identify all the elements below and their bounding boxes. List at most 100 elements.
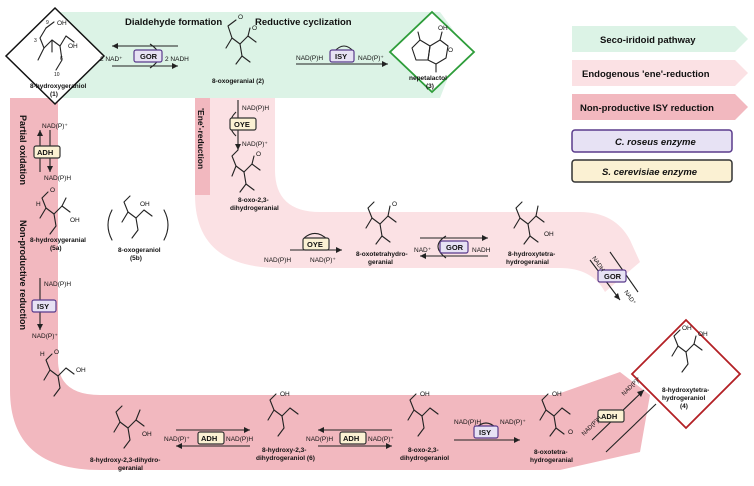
cofactor-nadpplus-adh2: NAD(P)⁺ — [164, 436, 190, 443]
legend-croseus-label: C. roseus enzyme — [615, 137, 696, 148]
legend-nonprod-swatch — [572, 94, 748, 120]
ene-reduction-stripe — [195, 98, 210, 195]
adh-arrowhead-2a — [244, 427, 250, 433]
adh-enzyme-box-1[interactable] — [33, 145, 61, 159]
adh-arrowhead-3a — [318, 427, 324, 433]
hydroxygeraniol-num: (1) — [50, 91, 58, 98]
non-productive-reduction-title: Non-productive reduction — [18, 220, 28, 330]
cofactor-nadph-oye1: NAD(P)H — [242, 105, 269, 112]
hydroxytetrahydrogeraniol-diamond — [630, 318, 742, 430]
cofactor-nadh-gor2: NADH — [472, 247, 491, 254]
atom-o-3: O — [448, 47, 453, 54]
adh-enzyme-box-3[interactable] — [339, 431, 367, 445]
atom-oh-htg: OH — [544, 231, 554, 238]
oxotetrahydrogeranial-name-b-l1: 8-oxotetra- — [534, 449, 568, 456]
isy-enzyme-label-2: ISY — [37, 302, 49, 311]
oxo-dihydrogeranial-name-a-l2: dihydrogeranial — [230, 205, 279, 212]
enolate-intermediate-structure — [43, 353, 75, 397]
hydroxy-dihydrogeraniol-structure — [267, 393, 299, 437]
nepetalactol-structure — [411, 31, 449, 73]
oxogeraniol-5b-name: 8-oxogeraniol — [118, 247, 161, 254]
cofactor-nadph-adh2: NAD(P)H — [226, 436, 253, 443]
dialdehyde-formation-title: Dialdehyde formation — [125, 17, 222, 28]
isy-enzyme-box-3[interactable] — [473, 425, 499, 439]
hydroxy-dihydrogeranial-structure — [113, 405, 145, 449]
oxo-dihydrogeraniol-structure — [407, 393, 439, 437]
gor-enzyme-box-3[interactable] — [597, 269, 627, 283]
atom-h-enol: H — [40, 351, 45, 358]
adh-arrowhead-2b — [176, 443, 182, 449]
oxogeranial-structure — [225, 19, 257, 65]
atom-oh-1a: OH — [57, 20, 67, 27]
hydroxytetrahydrogeranial-name-l1: 8-hydroxytetra- — [508, 251, 555, 258]
gor-arrowhead-back — [112, 43, 118, 49]
oxotetrahydrogeranial-structure-a — [365, 201, 397, 245]
hydroxygeraniol-name: 8-hydroxygeraniol — [30, 83, 87, 90]
legend-croseus-box — [571, 129, 733, 153]
oxotetrahydrogeranial-name-a-l2: geranial — [368, 259, 393, 266]
isy-enzyme-box-1[interactable] — [329, 49, 355, 63]
oxo-dihydrogeraniol-name-l1: 8-oxo-2,3- — [408, 447, 439, 454]
gor-curve-arrow-2 — [437, 235, 447, 259]
atom-oh-4a: OH — [682, 325, 692, 332]
nepetalactol-name: nepetalactol — [409, 75, 447, 82]
oxotetrahydrogeranial-structure-b — [539, 393, 571, 437]
gor-enzyme-box-1[interactable] — [133, 49, 163, 63]
hydroxy-dihydrogeraniol-name-l2: dihydrogeraniol (6) — [256, 455, 315, 462]
atom-o-oda1: O — [256, 151, 261, 158]
cofactor-nadph-isy1: NAD(P)H — [296, 55, 323, 62]
gor-arrowhead-2a — [482, 235, 488, 241]
atom-num-10: 10 — [54, 72, 60, 78]
adh-enzyme-label-4: ADH — [601, 412, 617, 421]
isy-enzyme-label-1: ISY — [335, 52, 347, 61]
isy-arrowhead-3 — [514, 437, 520, 443]
atom-o-otg2: O — [568, 429, 573, 436]
atom-num-9: 9 — [46, 20, 49, 26]
atom-o-5a: O — [50, 187, 55, 194]
atom-o-otg1: O — [392, 201, 397, 208]
adh-enzyme-label-3: ADH — [343, 434, 359, 443]
adh-enzyme-box-4[interactable] — [597, 409, 625, 423]
atom-h-5a: H — [36, 201, 41, 208]
cofactor-nadplus-gor3: NAD⁺ — [622, 289, 637, 306]
legend-seco-swatch — [572, 26, 748, 52]
adh-enzyme-box-2[interactable] — [197, 431, 225, 445]
atom-oh-1b: OH — [68, 43, 78, 50]
atom-oh-enol: OH — [76, 367, 86, 374]
cofactor-nadph-adh1: NAD(P)H — [44, 175, 71, 182]
atom-o-2b: O — [252, 25, 257, 32]
cofactor-nadpplus-adh3: NAD(P)⁺ — [368, 436, 394, 443]
cofactor-2nad-plus: 2 NAD⁺ — [100, 56, 123, 63]
oye-arrowhead-2 — [336, 247, 342, 253]
oye-enzyme-box-1[interactable] — [229, 117, 257, 131]
gor-enzyme-label-2: GOR — [446, 243, 464, 252]
atom-oh-3: OH — [438, 25, 448, 32]
legend-nonprod-label: Non-productive ISY reduction — [580, 103, 714, 114]
cofactor-nadph-isy3: NAD(P)H — [454, 419, 481, 426]
isy-arrowhead-2 — [37, 324, 43, 330]
hydroxytetrahydrogeraniol-name-l2: hydrogeraniol — [662, 395, 706, 402]
atom-num-3: 3 — [34, 38, 37, 44]
cofactor-nadpplus-adh1: NAD(P)⁺ — [42, 123, 68, 130]
oxogeranial-name: 8-oxogeranial (2) — [212, 78, 264, 85]
gor-enzyme-label-1: GOR — [140, 52, 158, 61]
non-productive-band — [10, 98, 650, 470]
oye-enzyme-box-2[interactable] — [302, 237, 330, 251]
oye-arrowhead-1 — [235, 144, 241, 150]
cofactor-nadpplus-isy2: NAD(P)⁺ — [32, 333, 58, 340]
isy-enzyme-label-3: ISY — [479, 428, 491, 437]
atom-o-enol: O — [54, 349, 59, 356]
hydroxytetrahydrogeraniol-structure — [671, 329, 703, 373]
atom-o-2a: O — [238, 14, 243, 21]
ene-reduction-band — [195, 98, 640, 292]
oxogeraniol-5b-structure — [107, 195, 169, 241]
hydroxytetrahydrogeranial-structure — [513, 201, 545, 245]
hydroxygeranial-5a-name: 8-hydroxygeranial — [30, 237, 86, 244]
isy-enzyme-box-2[interactable] — [31, 299, 57, 313]
gor-enzyme-box-2[interactable] — [439, 240, 469, 254]
hydroxy-dihydrogeraniol-name-l1: 8-hydroxy-2,3- — [262, 447, 306, 454]
adh-arrowhead-1b — [47, 166, 53, 172]
oxotetrahydrogeranial-name-a-l1: 8-oxotetrahydro- — [356, 251, 408, 258]
cofactor-nadph-isy2: NAD(P)H — [44, 281, 71, 288]
